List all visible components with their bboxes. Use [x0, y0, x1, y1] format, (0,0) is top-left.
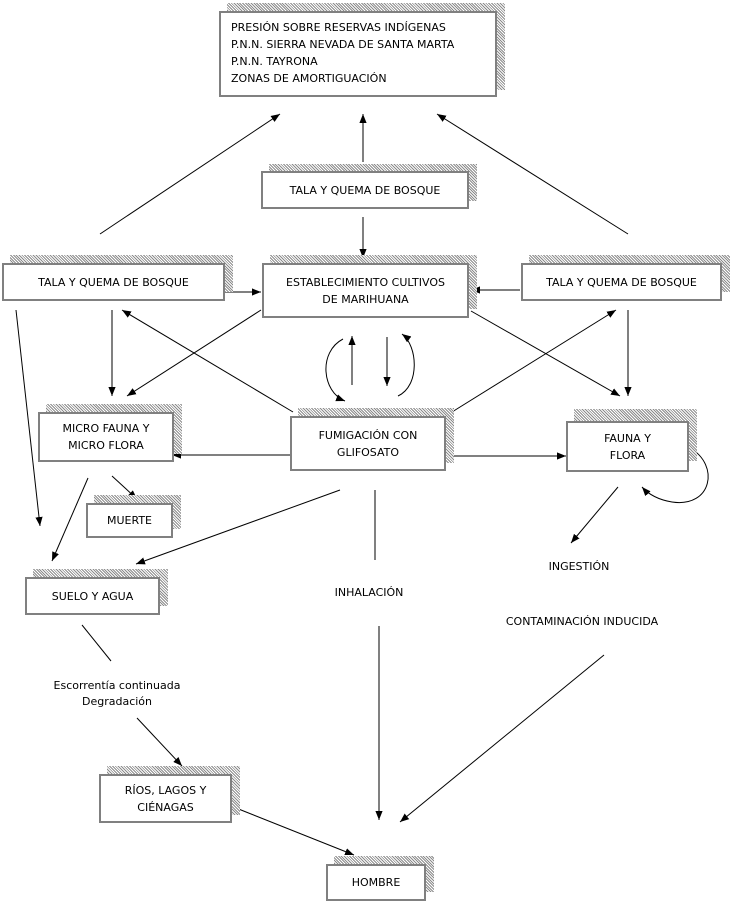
node-muerte: MUERTE: [86, 503, 173, 538]
arrow-rios-to-hombre: [230, 805, 355, 856]
arrow-tala-left-to-presion: [99, 113, 281, 235]
arrow-tala-left-to-suelo: [15, 309, 43, 527]
node-tala-center: TALA Y QUEMA DE BOSQUE: [261, 171, 469, 209]
node-micro-line: MICRO FAUNA Y: [62, 422, 150, 435]
node-presion-line: PRESIÓN SOBRE RESERVAS INDÍGENAS: [231, 21, 446, 34]
arrow-micro-to-suelo: [51, 477, 89, 562]
arrow-cycle-left-curve: [325, 338, 346, 402]
node-tala-right: TALA Y QUEMA DE BOSQUE: [521, 263, 722, 301]
arrow-cultivos-to-fauna: [470, 310, 621, 397]
node-presion-line: P.N.N. TAYRONA: [231, 55, 318, 68]
node-rios-line: CIÉNAGAS: [137, 800, 194, 814]
node-suelo: SUELO Y AGUA: [25, 577, 160, 615]
node-presion-line: ZONAS DE AMORTIGUACIÓN: [231, 72, 387, 85]
arrow-fumigacion-to-tala-left: [121, 309, 294, 413]
arrow-tala-right-to-presion: [436, 113, 629, 235]
node-fumigacion-line: GLIFOSATO: [336, 445, 400, 459]
node-cultivos-line: DE MARIHUANA: [322, 292, 409, 306]
arrow-fauna-to-ingestion: [570, 486, 619, 544]
node-micro-line: MICRO FLORA: [68, 439, 144, 452]
node-fauna-line: FLORA: [609, 448, 646, 462]
node-fauna-line: FAUNA Y: [604, 431, 651, 445]
node-tala-left: TALA Y QUEMA DE BOSQUE: [2, 263, 225, 301]
node-cultivos: ESTABLECIMIENTO CULTIVOS DE MARIHUANA: [262, 263, 469, 318]
arrow-contaminacion-to-hombre: [399, 654, 605, 823]
node-tala-center-label: TALA Y QUEMA DE BOSQUE: [289, 183, 441, 197]
line-suelo-to-escorrentia: [81, 624, 112, 662]
arrow-degradacion-to-rios: [136, 717, 183, 767]
node-micro: MICRO FAUNA Y MICRO FLORA: [38, 412, 174, 462]
node-fumigacion: FUMIGACIÓN CON GLIFOSATO: [290, 416, 446, 471]
node-rios-line: RÍOS, LAGOS Y: [124, 783, 207, 797]
node-muerte-label: MUERTE: [106, 514, 152, 527]
node-hombre: HOMBRE: [326, 864, 426, 901]
arrow-cycle-right-curve: [397, 333, 415, 397]
node-fauna: FAUNA Y FLORA: [566, 421, 689, 472]
node-tala-right-label: TALA Y QUEMA DE BOSQUE: [546, 275, 697, 289]
label-escorrentia: Escorrentía continuada Degradación: [37, 678, 197, 710]
node-presion-line: P.N.N. SIERRA NEVADA DE SANTA MARTA: [231, 38, 455, 51]
label-ingestion: INGESTIÓN: [548, 560, 610, 573]
node-presion: PRESIÓN SOBRE RESERVAS INDÍGENAS P.N.N. …: [219, 11, 497, 97]
node-tala-left-label: TALA Y QUEMA DE BOSQUE: [38, 275, 189, 289]
node-cultivos-line: ESTABLECIMIENTO CULTIVOS: [286, 275, 445, 289]
label-contaminacion: CONTAMINACIÓN INDUCIDA: [505, 615, 659, 628]
label-inhalacion: INHALACIÓN: [334, 586, 404, 599]
node-suelo-label: SUELO Y AGUA: [51, 589, 134, 603]
label-escorrentia-line: Escorrentía continuada: [53, 679, 181, 692]
arrow-fauna-self-loop: [641, 447, 709, 503]
label-degradacion-line: Degradación: [81, 695, 152, 708]
node-fumigacion-line: FUMIGACIÓN CON: [318, 428, 418, 442]
arrow-fumigacion-to-tala-right: [451, 309, 617, 413]
arrow-fumigacion-to-suelo: [135, 489, 341, 565]
node-hombre-label: HOMBRE: [351, 876, 401, 889]
node-rios: RÍOS, LAGOS Y CIÉNAGAS: [99, 774, 232, 823]
